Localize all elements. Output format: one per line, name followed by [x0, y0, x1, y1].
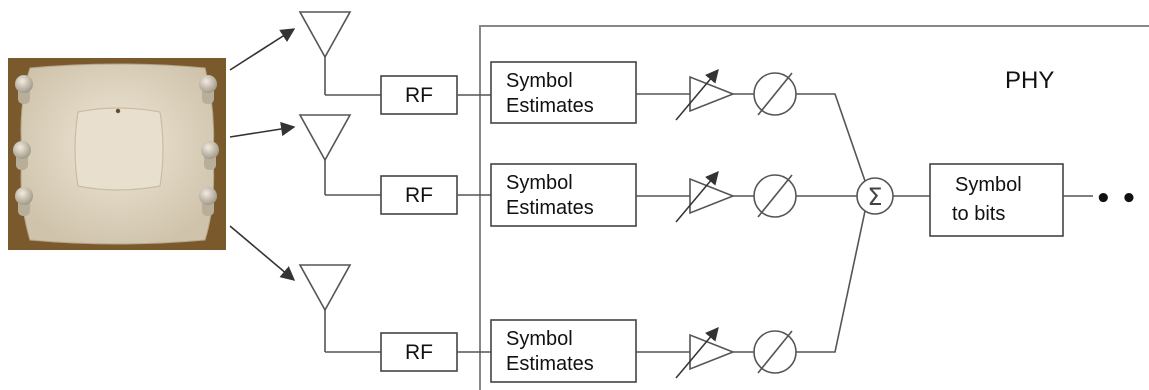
receive-chain: RF Symbol Estimates: [298, 210, 866, 383]
amplifier-icon: [675, 170, 736, 223]
symbol-to-bits-label: Symbol: [955, 174, 1022, 196]
symbol-estimates-label: Symbol: [506, 328, 573, 350]
symbol-estimates-block: [490, 319, 637, 383]
phase-shifter-icon: [753, 330, 797, 374]
antenna-icon: [298, 114, 352, 195]
antenna-knob-icon: [13, 141, 31, 170]
phy-boundary: [479, 25, 1149, 390]
signal-arrow: [229, 28, 296, 71]
symbol-estimates-label: Symbol: [506, 172, 573, 194]
symbol-estimates-label: Estimates: [506, 95, 594, 117]
receive-chain: RF Symbol Estimates: [298, 114, 857, 227]
rf-block-label: RF: [405, 184, 433, 207]
symbol-estimates-label: Estimates: [506, 197, 594, 219]
rf-block-label: RF: [405, 341, 433, 364]
access-point-photo: [8, 58, 226, 250]
combiner-sum-icon: Σ: [856, 177, 894, 215]
antenna-knob-icon: [199, 187, 217, 216]
antenna-icon: [298, 11, 352, 95]
amplifier-icon: [675, 68, 736, 121]
combiner-symbol: Σ: [867, 183, 882, 211]
antenna-knob-icon: [15, 187, 33, 216]
symbol-to-bits-block: [929, 163, 1064, 237]
antenna-knob-icon: [15, 75, 33, 104]
amplifier-icon: [675, 326, 736, 379]
continuation-ellipsis: • • •: [1095, 184, 1149, 214]
antenna-icon: [298, 264, 352, 352]
symbol-estimates-label: Estimates: [506, 353, 594, 375]
antenna-knob-icon: [199, 75, 217, 104]
signal-arrow: [229, 225, 296, 281]
signal-arrow: [229, 121, 296, 138]
phase-shifter-icon: [753, 72, 797, 116]
symbol-estimates-block: [490, 61, 637, 124]
symbol-estimates-block: [490, 163, 637, 227]
antenna-knob-icon: [201, 141, 219, 170]
rf-block: [380, 75, 458, 115]
phy-label: PHY: [1005, 67, 1054, 94]
phase-shifter-icon: [753, 174, 797, 218]
symbol-to-bits-label: to bits: [952, 203, 1005, 225]
receive-chain: RF Symbol Estimates: [298, 11, 866, 182]
rf-block: [380, 175, 458, 215]
rf-block-label: RF: [405, 84, 433, 107]
symbol-estimates-label: Symbol: [506, 70, 573, 92]
